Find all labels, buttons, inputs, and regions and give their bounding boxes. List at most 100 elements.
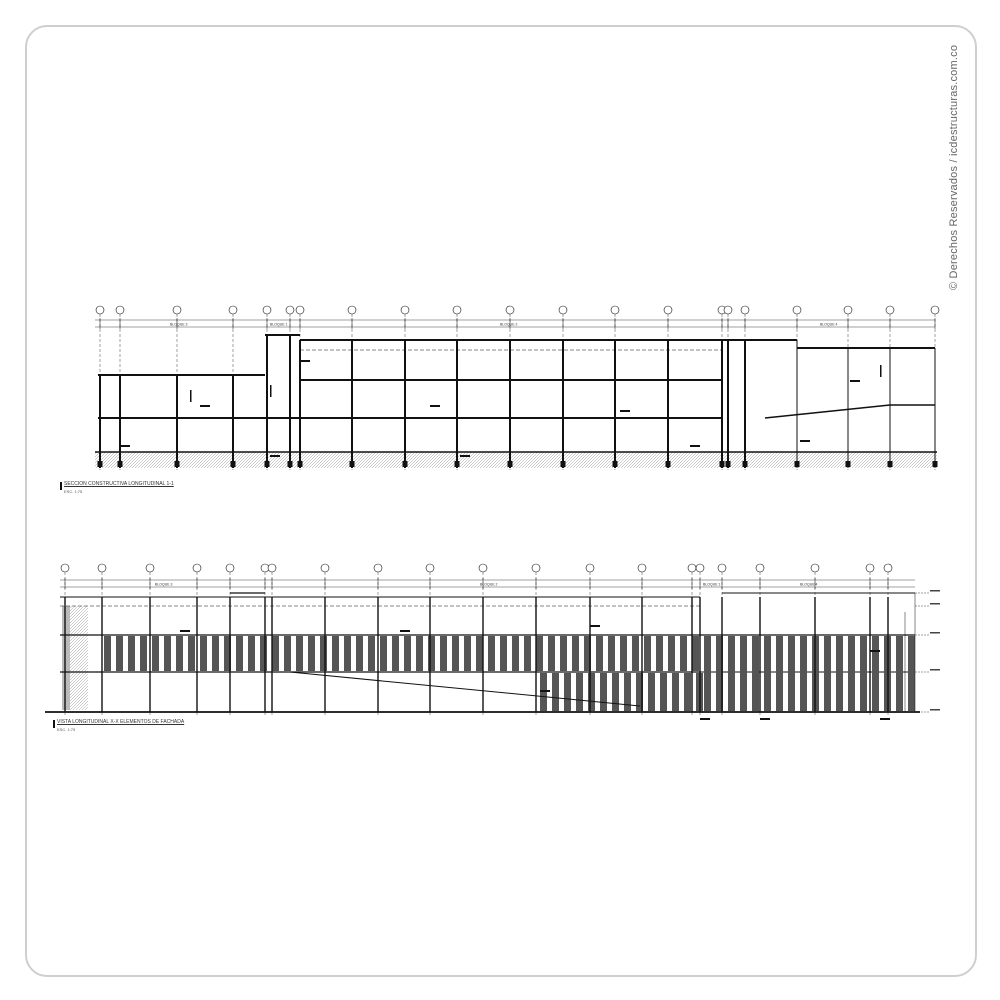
- ramp-line: [289, 671, 641, 707]
- facade-panel: [452, 636, 459, 671]
- ramp-slab: [764, 404, 891, 419]
- annotation-mark: [880, 365, 882, 377]
- footing: [665, 461, 671, 467]
- annotation-tag: [180, 630, 190, 632]
- facade-panel: [152, 636, 159, 671]
- footing: [230, 461, 236, 467]
- facade-panel: [564, 673, 571, 711]
- facade-panel: [636, 673, 643, 711]
- facade-panel: [600, 673, 607, 711]
- annotation-tag: [430, 405, 440, 407]
- grid-axis-bubble: [723, 305, 733, 315]
- facade-panel: [848, 636, 855, 711]
- grid-axis-bubble: [478, 563, 488, 573]
- grid-axis-bubble: [717, 563, 727, 573]
- facade-panel: [212, 636, 219, 671]
- annotation-tag: [300, 360, 310, 362]
- elevation-scale: ESC. 1:75: [57, 727, 76, 732]
- facade-panel: [404, 636, 411, 671]
- annotation-tag: [760, 718, 770, 720]
- grid-axis-bubble: [865, 563, 875, 573]
- grid-axis-bubble: [755, 563, 765, 573]
- facade-panel: [560, 636, 567, 671]
- facade-panel: [896, 636, 903, 711]
- block-label: BLOQUE 1: [703, 583, 721, 587]
- grid-axis-bubble: [885, 305, 895, 315]
- facade-panel: [660, 673, 667, 711]
- facade-panel: [672, 673, 679, 711]
- grid-axis-bubble: [843, 305, 853, 315]
- grid-axis-bubble: [687, 563, 697, 573]
- facade-panel: [272, 636, 279, 671]
- grid-axis-bubble: [663, 305, 673, 315]
- annotation-mark: [270, 385, 272, 397]
- footing: [887, 461, 893, 467]
- grid-axis-bubble: [115, 305, 125, 315]
- grid-axis-bubble: [558, 305, 568, 315]
- annotation-tag: [850, 380, 860, 382]
- facade-panel: [476, 636, 483, 671]
- annotation-tag: [690, 445, 700, 447]
- grid-axis-bubble: [95, 305, 105, 315]
- footing: [402, 461, 408, 467]
- facade-panel: [788, 636, 795, 711]
- annotation-tag: [880, 718, 890, 720]
- footing: [719, 461, 725, 467]
- facade-panel: [656, 636, 663, 671]
- facade-panel: [524, 636, 531, 671]
- level-label: [930, 603, 940, 605]
- facade-panel: [740, 636, 747, 711]
- annotation-tag: [540, 690, 550, 692]
- facade-panel: [836, 636, 843, 711]
- facade-panel: [416, 636, 423, 671]
- facade-panel: [236, 636, 243, 671]
- facade-panel: [908, 636, 915, 711]
- grid-axis-bubble: [320, 563, 330, 573]
- footing: [297, 461, 303, 467]
- facade-panel: [800, 636, 807, 711]
- facade-panel: [284, 636, 291, 671]
- facade-panel: [248, 636, 255, 671]
- title-marker: [53, 720, 55, 728]
- annotation-tag: [870, 650, 880, 652]
- facade-panel: [588, 673, 595, 711]
- facade-panel: [572, 636, 579, 671]
- grid-axis-bubble: [695, 563, 705, 573]
- facade-panel: [200, 636, 207, 671]
- annotation-tag: [590, 625, 600, 627]
- facade-panel: [632, 636, 639, 671]
- grid-axis-bubble: [452, 305, 462, 315]
- end-wall: [62, 606, 70, 710]
- grid-axis-bubble: [531, 563, 541, 573]
- annotation-tag: [460, 455, 470, 457]
- grid-axis-bubble: [285, 305, 295, 315]
- grid-axis-bubble: [792, 305, 802, 315]
- block-label: BLOQUE 1: [270, 323, 288, 327]
- footing: [932, 461, 938, 467]
- facade-panel: [536, 636, 543, 671]
- block-label: BLOQUE 4: [820, 323, 838, 327]
- end-wall-hatch: [70, 606, 88, 710]
- grid-axis-bubble: [610, 305, 620, 315]
- facade-panel: [692, 636, 699, 671]
- footing: [117, 461, 123, 467]
- annotation-tag: [620, 410, 630, 412]
- facade-panel: [344, 636, 351, 671]
- facade-panel: [320, 636, 327, 671]
- grid-axis-bubble: [262, 305, 272, 315]
- facade-panel: [776, 636, 783, 711]
- footing: [612, 461, 618, 467]
- facade-panel: [428, 636, 435, 671]
- footing: [845, 461, 851, 467]
- block-label: BLOQUE 4: [800, 583, 818, 587]
- level-label: [930, 590, 940, 592]
- facade-panel: [356, 636, 363, 671]
- facade-panel: [368, 636, 375, 671]
- grid-axis-bubble: [585, 563, 595, 573]
- facade-panel: [552, 673, 559, 711]
- block-label: BLOQUE 3: [155, 583, 173, 587]
- grid-axis-bubble: [425, 563, 435, 573]
- grid-axis-bubble: [192, 563, 202, 573]
- foundation-hatch: [95, 452, 937, 462]
